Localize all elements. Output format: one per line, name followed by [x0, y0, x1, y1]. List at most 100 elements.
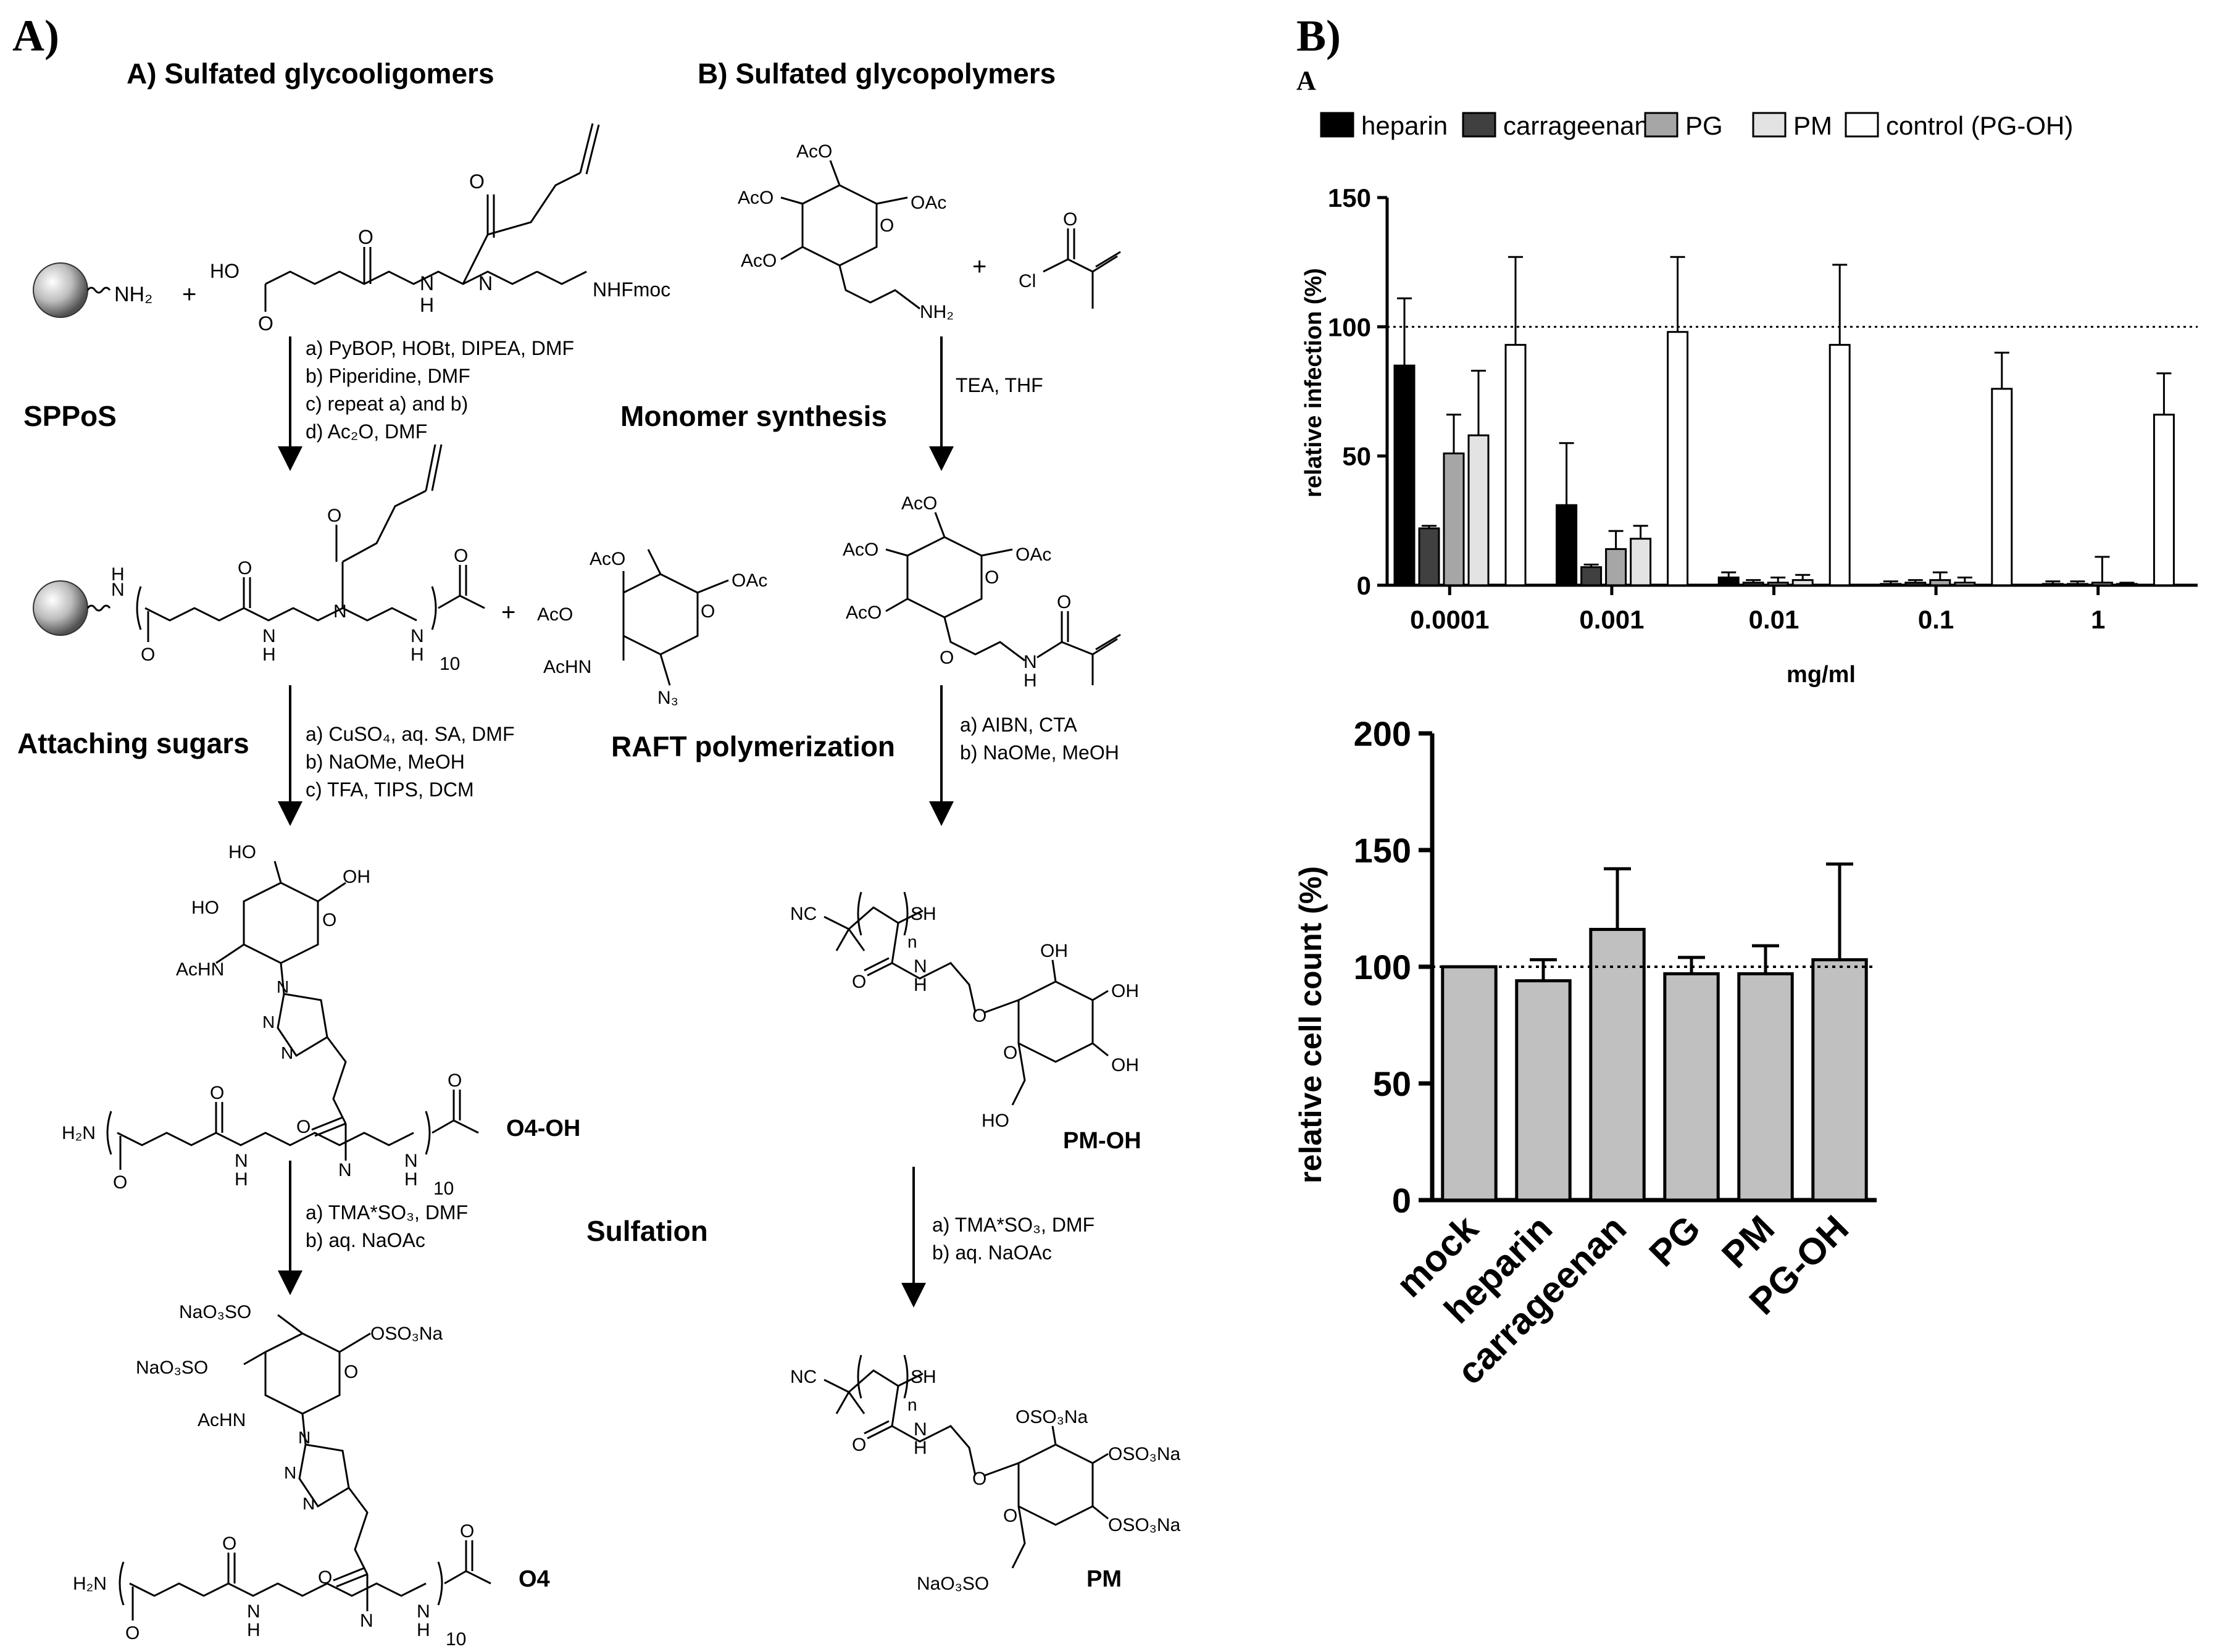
o4oh-nh-2: N — [404, 1151, 418, 1171]
o4oh-h-1: H — [235, 1169, 248, 1190]
sugar-oac: OAc — [732, 570, 767, 591]
sugar-aco-1: AcO — [590, 549, 625, 569]
am-o: O — [880, 215, 894, 236]
o4oh-o-5: O — [448, 1070, 462, 1091]
label-pm: PM — [1086, 1566, 1122, 1592]
acyl-cl: Cl — [1019, 271, 1036, 291]
plus-2: + — [501, 599, 515, 626]
o4-nh-1: N — [247, 1601, 261, 1622]
sugar-n3: N₃ — [657, 688, 678, 708]
o4oh-h2n: H₂N — [62, 1123, 96, 1143]
label-o4: O4 — [519, 1566, 550, 1592]
infection-xtick-label-3: 0.1 — [1918, 605, 1954, 634]
infection-bar-1-1 — [1580, 566, 1603, 586]
o4oh-o-2: O — [296, 1117, 311, 1137]
gm-aco-3: AcO — [846, 603, 882, 623]
legend-label-1: carrageenan — [1503, 111, 1649, 140]
o4-h-1: H — [247, 1620, 261, 1640]
cell-count-ylabel: relative cell count (%) — [1293, 866, 1328, 1183]
infection-bar-0-1 — [1418, 527, 1440, 586]
legend-label-2: PG — [1685, 111, 1723, 140]
gm-oac: OAc — [1015, 544, 1051, 565]
o4-oso3na: OSO₃Na — [370, 1324, 443, 1344]
o4-o: O — [344, 1362, 358, 1382]
o4oh-n-3: N — [281, 1043, 293, 1062]
infection-bar-4-2 — [2091, 582, 2113, 586]
sugar-achn: AcHN — [543, 657, 591, 677]
olig-n: N — [333, 601, 347, 622]
infection-bar-0-3 — [1467, 434, 1490, 586]
step1-line-3: c) repeat a) and b) — [306, 393, 468, 415]
o4-achn: AcHN — [198, 1410, 246, 1430]
o4oh-sub10: 10 — [433, 1179, 454, 1199]
infection-bar-3-3 — [1954, 582, 1976, 586]
o4-sub10: 10 — [446, 1629, 466, 1650]
label-attaching: Attaching sugars — [17, 727, 249, 759]
pmoh-o-2: O — [972, 1006, 986, 1026]
olig-o-1: O — [141, 645, 155, 665]
infection-bar-4-0 — [2041, 583, 2064, 586]
o4-o-2: O — [318, 1567, 332, 1588]
resin-nh2: NH₂ — [114, 283, 152, 306]
olig-h-3: H — [411, 645, 424, 665]
step2-line-3: c) TFA, TIPS, DCM — [306, 778, 474, 801]
pmoh-n: n — [907, 932, 917, 951]
linker-h: H — [420, 294, 434, 316]
infection-bar-1-3 — [1630, 538, 1652, 586]
pmoh-oh-3: OH — [1111, 1055, 1139, 1075]
panel-label-b: B) — [1296, 11, 1341, 60]
r3-line-1: a) TMA*SO₃, DMF — [932, 1214, 1095, 1236]
pmoh-oh-1: OH — [1040, 941, 1068, 961]
cell-bar-3 — [1663, 972, 1720, 1202]
r3-line-2: b) aq. NaOAc — [932, 1241, 1052, 1264]
label-sppos: SPPoS — [23, 400, 117, 432]
step1-line-4: d) Ac₂O, DMF — [306, 420, 427, 443]
pmoh-structure: NC SH n O N H O OH OH OH O HO PM-OH — [790, 891, 1141, 1154]
cell-bar-0 — [1441, 965, 1498, 1202]
o4oh-n-1: N — [277, 977, 289, 996]
infection-bar-2-2 — [1767, 582, 1789, 586]
o4oh-nh-1: N — [235, 1151, 248, 1171]
infection-xlabel: mg/ml — [1787, 662, 1856, 688]
synthesis-scheme: A) A) Sulfated glycooligomers B) Sulfate… — [12, 11, 1181, 1650]
o4oh-structure: HO OH HO O AcHN N N N O H₂N O O N H N N … — [62, 842, 580, 1199]
infection-ytick-label-2: 100 — [1328, 312, 1371, 341]
linker-nhfmoc: NHFmoc — [593, 278, 670, 301]
cell-bar-2 — [1589, 928, 1646, 1202]
infection-bar-3-4 — [1991, 388, 2013, 586]
pmoh-nh: N — [914, 956, 927, 977]
pm-oso3na-3: OSO₃Na — [1108, 1515, 1181, 1535]
cell-bar-5 — [1811, 958, 1868, 1202]
sugar-o: O — [701, 601, 715, 622]
legend-swatch-3 — [1752, 112, 1787, 138]
pm-h: H — [914, 1438, 927, 1458]
cell-ytick-label-3: 150 — [1354, 831, 1411, 870]
o4-n-3: N — [302, 1494, 315, 1513]
o4oh-ho-1: HO — [228, 842, 256, 862]
pm-naso3: NaO₃SO — [917, 1574, 989, 1594]
o4oh-n-2: N — [262, 1012, 275, 1032]
pmoh-o-3: O — [1003, 1043, 1017, 1063]
infection-xtick-label-0: 0.0001 — [1410, 605, 1489, 634]
gm-aco-2: AcO — [843, 540, 878, 560]
olig-o-4: O — [454, 546, 468, 566]
o4-naso3-2: NaO₃SO — [136, 1358, 208, 1378]
am-aco-1: AcO — [796, 141, 832, 162]
cell-bar-1 — [1515, 979, 1572, 1202]
o4-naso3-1: NaO₃SO — [179, 1302, 251, 1322]
olig-h-1: H — [111, 564, 125, 585]
step3-line-1: a) TMA*SO₃, DMF — [306, 1201, 468, 1224]
resin-oligomer: N H O O N H N O N H 10 O + — [33, 444, 515, 674]
pm-sh: SH — [911, 1367, 936, 1387]
o4-n: N — [360, 1611, 373, 1631]
scheme-left-title: A) Sulfated glycooligomers — [127, 57, 494, 90]
o4oh-n: N — [338, 1160, 352, 1180]
pm-o-2: O — [972, 1469, 986, 1489]
o4-h2n: H₂N — [73, 1574, 107, 1594]
r2-line-2: b) NaOMe, MeOH — [960, 741, 1119, 764]
o4oh-h-2: H — [404, 1169, 418, 1190]
resin-bead — [33, 262, 88, 318]
